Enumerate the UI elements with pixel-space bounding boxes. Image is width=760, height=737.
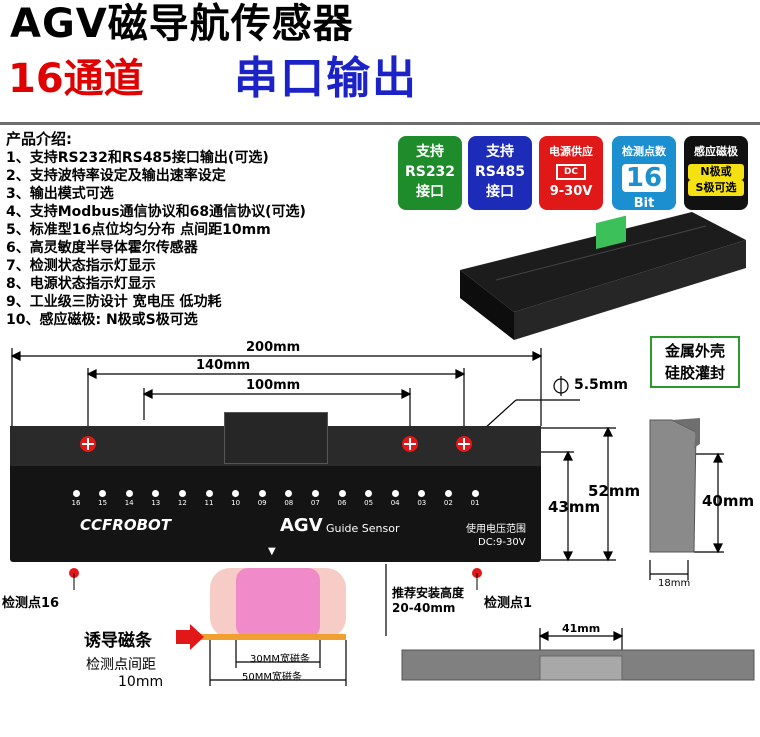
point-number: 15 — [98, 499, 108, 507]
center-mark-icon: ▼ — [268, 546, 276, 557]
point-number: 04 — [390, 499, 400, 507]
points-badge: 检测点数 16 Bit — [612, 136, 676, 211]
indicator-led — [285, 490, 293, 497]
indicator-led — [418, 490, 426, 497]
feature-item: 2、支持波特率设定及输出速率设定 — [6, 168, 226, 184]
feature-item: 6、高灵敏度半导体霍尔传感器 — [6, 240, 198, 256]
indicator-led — [99, 490, 107, 497]
strip-50-label: 50MM宽磁条 — [242, 672, 302, 683]
terminal-connector — [224, 412, 328, 464]
dim-140: 140mm — [196, 358, 251, 373]
feature-item: 8、电源状态指示灯显示 — [6, 276, 156, 292]
feature-item: 9、工业级三防设计 宽电压 低功耗 — [6, 294, 222, 310]
indicator-led — [152, 490, 160, 497]
point-number: 08 — [284, 499, 294, 507]
point-number: 16 — [71, 499, 81, 507]
point-spacing-value: 10mm — [118, 674, 164, 690]
point-number: 13 — [151, 499, 161, 507]
dim-52: 52mm — [588, 482, 641, 500]
dim-100: 100mm — [246, 378, 301, 393]
point-spacing-title: 检测点间距 — [86, 657, 156, 673]
mounting-screw-icon — [80, 436, 96, 452]
housing-label: 金属外壳 硅胶灌封 — [650, 336, 740, 388]
indicator-led — [258, 490, 266, 497]
feature-item: 7、检测状态指示灯显示 — [6, 258, 156, 274]
header-divider — [0, 122, 760, 125]
indicator-led — [311, 490, 319, 497]
indicator-led — [72, 490, 80, 497]
voltage-title: 使用电压范围 — [466, 524, 526, 535]
feature-item: 5、标准型16点位均匀分布 点间距10mm — [6, 222, 271, 238]
dim-200: 200mm — [246, 340, 301, 355]
point-number: 05 — [364, 499, 374, 507]
channels-label: 16通道 — [8, 56, 144, 102]
intro-title: 产品介绍: — [6, 130, 72, 148]
indicator-led — [391, 490, 399, 497]
point-number: 06 — [337, 499, 347, 507]
point-number: 09 — [257, 499, 267, 507]
point-number: 02 — [443, 499, 453, 507]
brand-label: CCFROBOT — [80, 516, 171, 534]
point1-label: 检测点1 — [484, 596, 533, 611]
install-height-value: 20-40mm — [392, 601, 456, 615]
feature-item: 3、输出模式可选 — [6, 186, 114, 202]
point-number: 07 — [310, 499, 320, 507]
arrow-icon — [176, 624, 204, 650]
strip-30-label: 30MM宽磁条 — [250, 654, 310, 665]
indicator-led — [338, 490, 346, 497]
indicator-led — [178, 490, 186, 497]
rs485-badge: 支持 RS485 接口 — [468, 136, 532, 210]
point-number: 01 — [470, 499, 480, 507]
point-number: 10 — [231, 499, 241, 507]
mounting-screw-icon — [402, 436, 418, 452]
indicator-led — [125, 490, 133, 497]
magnetic-strip-label: 诱导磁条 — [84, 631, 152, 651]
mounting-screw-icon — [456, 436, 472, 452]
feature-item: 10、感应磁极: N极或S极可选 — [6, 312, 198, 328]
rs232-badge: 支持 RS232 接口 — [398, 136, 462, 210]
point-number: 14 — [124, 499, 134, 507]
point-number: 11 — [204, 499, 214, 507]
dim-41: 41mm — [562, 622, 601, 635]
feature-item: 1、支持RS232和RS485接口输出(可选) — [6, 150, 269, 166]
dim-hole: 5.5mm — [574, 377, 628, 393]
install-height-title: 推荐安装高度 — [392, 586, 465, 600]
battery-icon: DC — [556, 164, 586, 180]
point16-label: 检测点16 — [2, 596, 60, 611]
agv-label: AGV — [280, 515, 323, 536]
point-number: 12 — [177, 499, 187, 507]
page-title: AGV磁导航传感器 — [10, 1, 354, 47]
indicator-led — [365, 490, 373, 497]
indicator-led — [444, 490, 452, 497]
feature-item: 4、支持Modbus通信协议和68通信协议(可选) — [6, 204, 306, 220]
indicator-led — [205, 490, 213, 497]
indicator-led — [232, 490, 240, 497]
pole-badge: 感应磁极 N极或 S极可选 — [684, 136, 748, 210]
voltage-value: DC:9-30V — [478, 537, 526, 548]
guide-sensor-label: Guide Sensor — [326, 522, 400, 535]
point-number: 03 — [417, 499, 427, 507]
power-badge: 电源供应 DC 9-30V — [539, 136, 603, 210]
dim-18: 18mm — [658, 578, 691, 589]
dim-43: 43mm — [548, 498, 601, 516]
device-photo — [460, 212, 746, 340]
indicator-led — [471, 490, 479, 497]
output-label: 串口输出 — [234, 53, 418, 104]
dim-40: 40mm — [702, 492, 755, 510]
